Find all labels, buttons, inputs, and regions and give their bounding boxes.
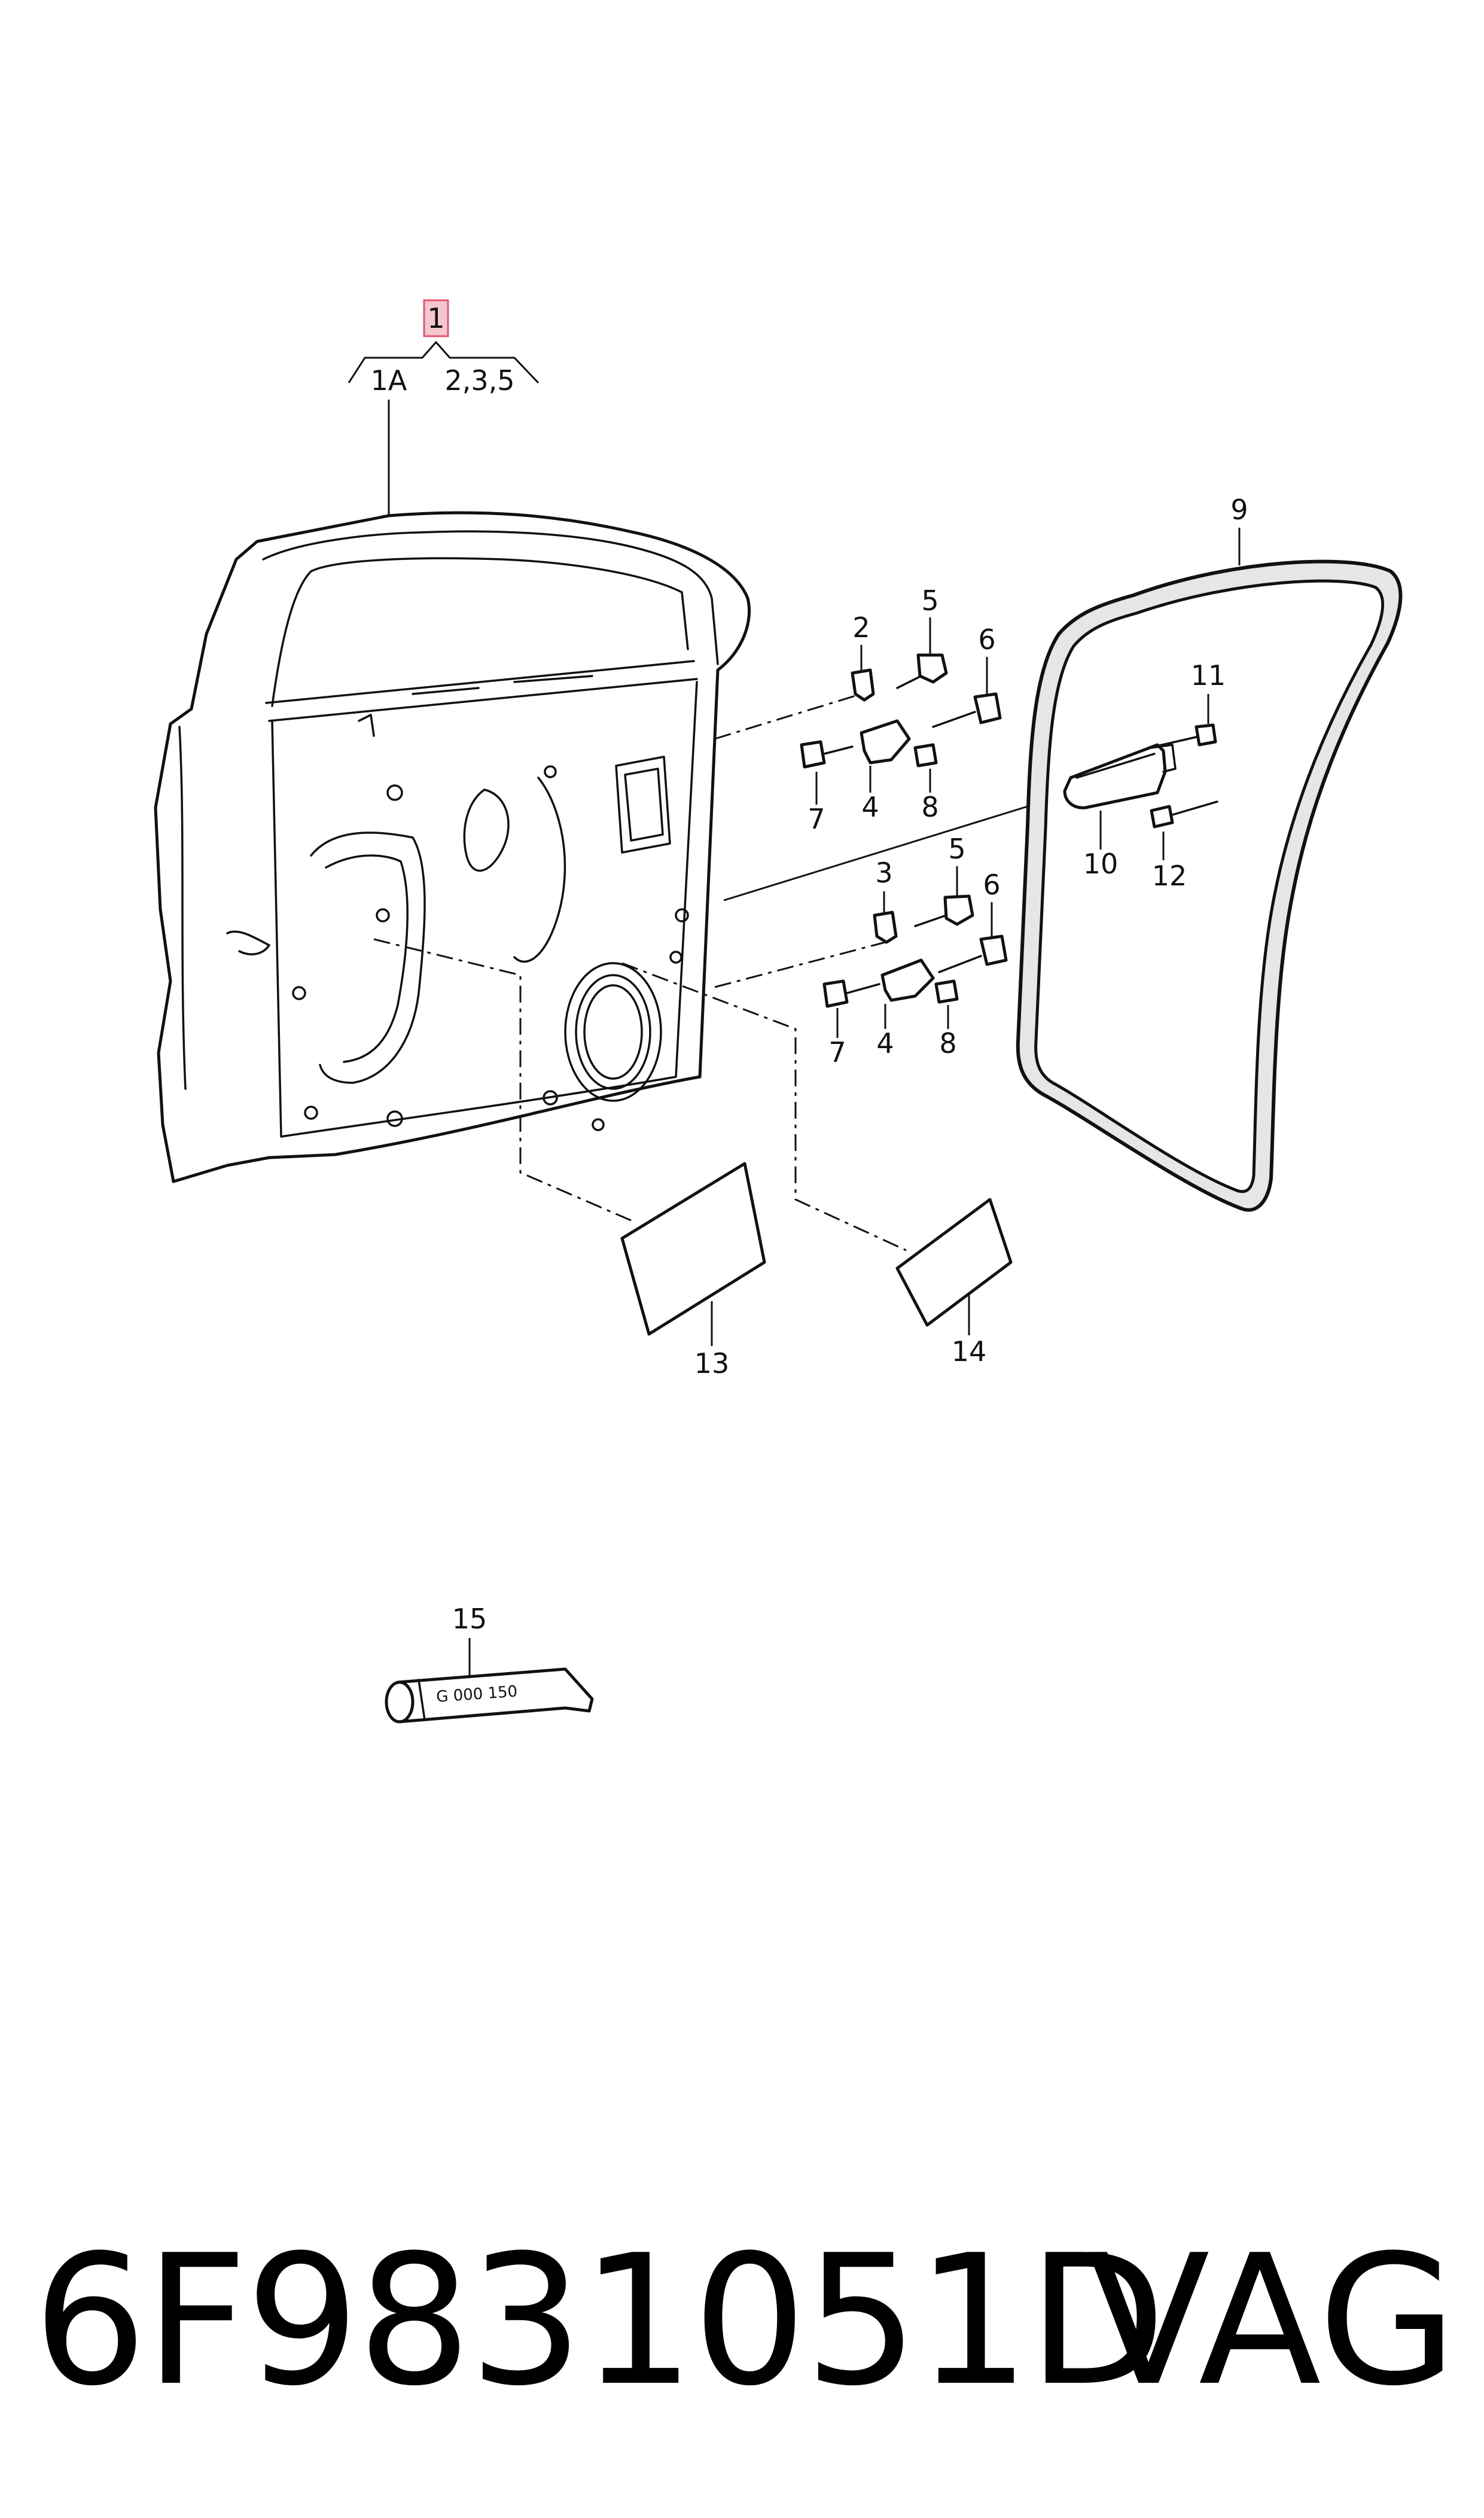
- callout-2-3-5[interactable]: 2,3,5: [444, 364, 514, 397]
- callout-9[interactable]: 9: [1230, 494, 1248, 526]
- exploded-parts-diagram: 1 1A 2,3,5: [154, 299, 1403, 1724]
- callout-4-upper[interactable]: 4: [861, 791, 879, 823]
- bolt-5-upper[interactable]: [916, 653, 948, 684]
- callout-12[interactable]: 12: [1152, 860, 1187, 892]
- leader-door-to-pad-14: [621, 962, 907, 1252]
- callout-7-lower[interactable]: 7: [828, 1036, 846, 1068]
- callout-4-lower[interactable]: 4: [876, 1027, 894, 1059]
- hinge-4-lower[interactable]: [880, 958, 935, 1002]
- callout-2[interactable]: 2: [852, 611, 870, 644]
- callout-1-highlight[interactable]: [423, 299, 449, 337]
- callout-11[interactable]: 11: [1191, 659, 1226, 692]
- callout-3[interactable]: 3: [875, 857, 892, 889]
- callout-13[interactable]: 13: [694, 1347, 730, 1380]
- leader-door-to-seal-upper: [723, 797, 1053, 902]
- callout-8-upper[interactable]: 8: [921, 791, 938, 823]
- brand-label: VAG: [1087, 2216, 1457, 2425]
- bolt-11[interactable]: 11: [1153, 659, 1226, 748]
- door-shell[interactable]: [154, 511, 751, 1183]
- upper-hinge-group[interactable]: 2 5 6 7 4 8: [800, 584, 1002, 835]
- clip-2[interactable]: [851, 668, 875, 702]
- callout-5-upper[interactable]: 5: [921, 584, 938, 617]
- callout-6-upper[interactable]: 6: [978, 623, 995, 656]
- pad-13[interactable]: 13: [620, 1162, 766, 1380]
- bolt-7-lower[interactable]: [822, 979, 849, 1008]
- callout-8-lower[interactable]: 8: [939, 1027, 956, 1059]
- clip-3[interactable]: [873, 911, 898, 944]
- leader-door-to-lower-hinge: [714, 941, 886, 988]
- pad-14[interactable]: 14: [895, 1198, 1013, 1368]
- door-seal[interactable]: 9: [1016, 494, 1403, 1212]
- bolt-5-lower[interactable]: [943, 894, 974, 926]
- bolt-12[interactable]: 12: [1150, 800, 1218, 892]
- part-number: 6F9831051D: [33, 2216, 1166, 2425]
- nut-8-lower[interactable]: [934, 979, 959, 1004]
- bolt-6-lower[interactable]: [979, 934, 1008, 966]
- callout-1[interactable]: 1: [427, 302, 444, 334]
- leader-door-to-upper-hinge: [714, 693, 862, 740]
- leader-door-to-pad-13: [373, 938, 632, 1222]
- door-check-strap[interactable]: 10: [1063, 743, 1177, 880]
- lower-hinge-group[interactable]: 3 5 6 7 4 8: [822, 833, 1008, 1068]
- callout-1-brace: [348, 340, 540, 384]
- callout-1a[interactable]: 1A: [371, 364, 407, 397]
- callout-14[interactable]: 14: [952, 1335, 987, 1368]
- grease-tube[interactable]: 15 G 000 150: [385, 1603, 594, 1724]
- bolt-7-upper[interactable]: [800, 740, 826, 769]
- callout-5-lower[interactable]: 5: [948, 833, 965, 865]
- door-seal-inner: [1034, 579, 1384, 1193]
- callout-6-lower[interactable]: 6: [983, 869, 1000, 901]
- footer: 6F9831051D VAG: [0, 2213, 1484, 2465]
- callout-10[interactable]: 10: [1083, 848, 1119, 880]
- callout-15[interactable]: 15: [452, 1603, 487, 1635]
- hinge-4-upper[interactable]: [860, 719, 911, 765]
- bolt-6-upper[interactable]: [973, 692, 1002, 724]
- nut-8-upper[interactable]: [913, 743, 938, 768]
- callout-7-upper[interactable]: 7: [807, 803, 825, 835]
